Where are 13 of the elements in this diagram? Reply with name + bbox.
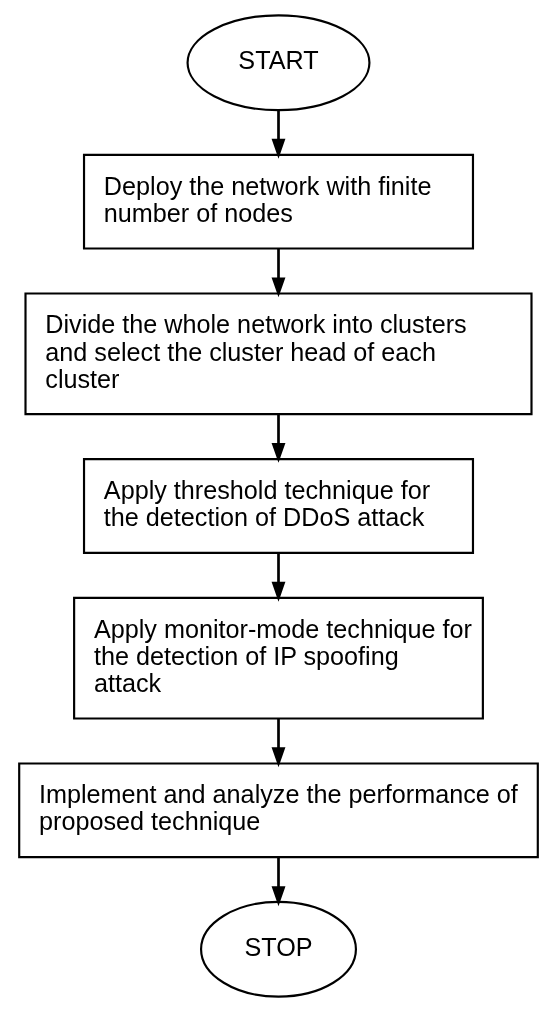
node-box: Apply threshold technique for the detection of DDoS attack [82,458,474,554]
node-box: Apply monitor-mode technique for the detection of IP spoofing attack [72,596,484,720]
arrow [271,248,285,298]
node-ellipse: STOP [199,900,357,998]
node-box: Implement and analyze the performance of proposed technique [17,762,539,859]
node-ellipse: START [186,14,370,112]
arrow [271,553,285,602]
node-box: Deploy the network with finite number of nodes [82,153,474,250]
node-box: Divide the whole network into clusters and select the cluster head of each cluster [23,292,533,416]
arrow [271,718,285,768]
arrow [271,414,285,463]
arrow [271,110,285,159]
arrow [271,857,285,907]
